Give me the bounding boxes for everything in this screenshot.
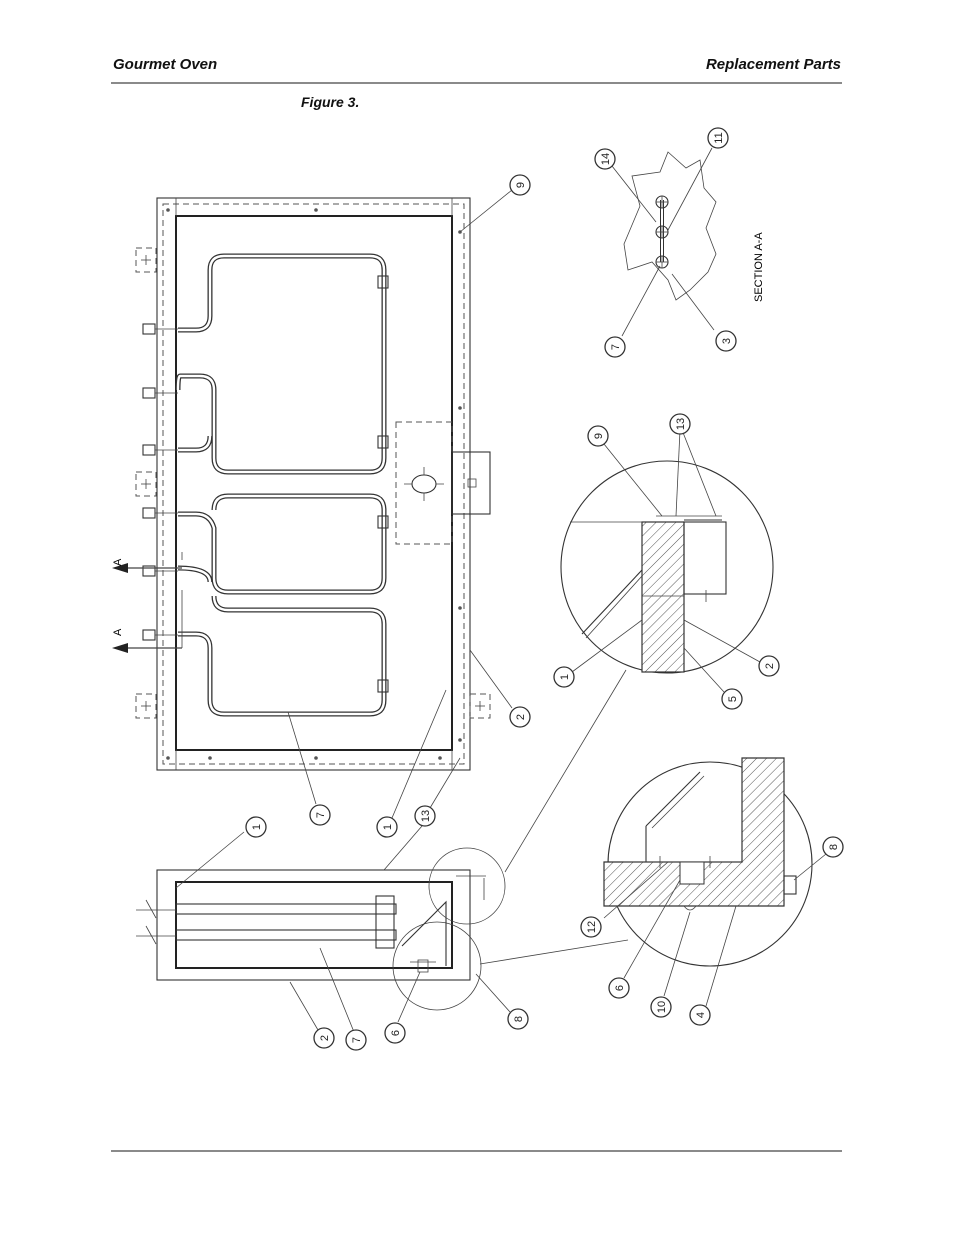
- header-rule: [111, 82, 842, 84]
- svg-text:6: 6: [614, 985, 626, 991]
- svg-text:12: 12: [586, 921, 598, 933]
- svg-text:10: 10: [656, 1001, 668, 1013]
- svg-text:2: 2: [319, 1035, 331, 1041]
- svg-text:1: 1: [559, 674, 571, 680]
- svg-text:7: 7: [610, 344, 622, 350]
- svg-text:3: 3: [721, 338, 733, 344]
- callout-10-detail-lower: 10: [650, 996, 672, 1018]
- callout-8-detail-lower: 8: [822, 836, 844, 858]
- callout-1-side: 1: [245, 816, 267, 838]
- callout-11-section: 11: [707, 127, 729, 149]
- svg-text:11: 11: [713, 132, 725, 143]
- svg-text:2: 2: [515, 714, 527, 720]
- svg-text:9: 9: [593, 433, 605, 439]
- top-view: A A: [112, 189, 513, 819]
- header-right-title: Replacement Parts: [705, 56, 841, 73]
- callout-1-detail: 1: [553, 666, 575, 688]
- svg-text:13: 13: [420, 810, 432, 822]
- callout-7-side: 7: [345, 1029, 367, 1051]
- svg-text:8: 8: [828, 844, 840, 850]
- callout-13-detail: 13: [669, 413, 691, 435]
- svg-text:2: 2: [764, 663, 776, 669]
- side-view: [136, 669, 629, 1033]
- callout-6-detail-lower: 6: [608, 977, 630, 999]
- callout-14-section: 14: [594, 148, 616, 170]
- svg-text:1: 1: [251, 824, 263, 830]
- callout-6-side: 6: [384, 1022, 406, 1044]
- section-a-a-label: SECTION A-A: [753, 232, 765, 302]
- callout-2-side: 2: [313, 1027, 335, 1049]
- detail-view-upper: [560, 429, 774, 693]
- svg-text:8: 8: [513, 1016, 525, 1022]
- figure-title: Figure 3.: [301, 94, 360, 110]
- svg-text:13: 13: [675, 418, 687, 430]
- detail-view-lower: [603, 757, 827, 1007]
- callout-8-side: 8: [507, 1008, 529, 1030]
- svg-text:4: 4: [695, 1012, 707, 1018]
- callout-1-top: 1: [376, 816, 398, 838]
- svg-text:9: 9: [515, 182, 527, 188]
- callout-2-top: 2: [509, 706, 531, 728]
- callout-7-section: 7: [604, 336, 626, 358]
- svg-text:5: 5: [727, 696, 739, 702]
- callout-3-section: 3: [715, 330, 737, 352]
- svg-text:6: 6: [390, 1030, 402, 1036]
- footer-rule: [111, 1150, 842, 1152]
- callout-9-detail: 9: [587, 425, 609, 447]
- callout-4-detail-lower: 4: [689, 1004, 711, 1026]
- section-a-a-view: SECTION A-A: [611, 147, 765, 337]
- section-marker-a-2: A: [112, 628, 124, 636]
- svg-text:1: 1: [382, 824, 394, 830]
- svg-text:7: 7: [315, 812, 327, 818]
- callout-12-detail-lower: 12: [580, 916, 602, 938]
- svg-text:14: 14: [600, 153, 612, 165]
- callout-5-detail: 5: [721, 688, 743, 710]
- callout-2-detail: 2: [758, 655, 780, 677]
- callout-13-top: 13: [414, 805, 436, 827]
- callout-7-top: 7: [309, 804, 331, 826]
- header-left-title: Gourmet Oven: [113, 56, 218, 73]
- callout-9-top: 9: [509, 174, 531, 196]
- section-marker-a: A: [112, 558, 124, 566]
- svg-text:7: 7: [351, 1037, 363, 1043]
